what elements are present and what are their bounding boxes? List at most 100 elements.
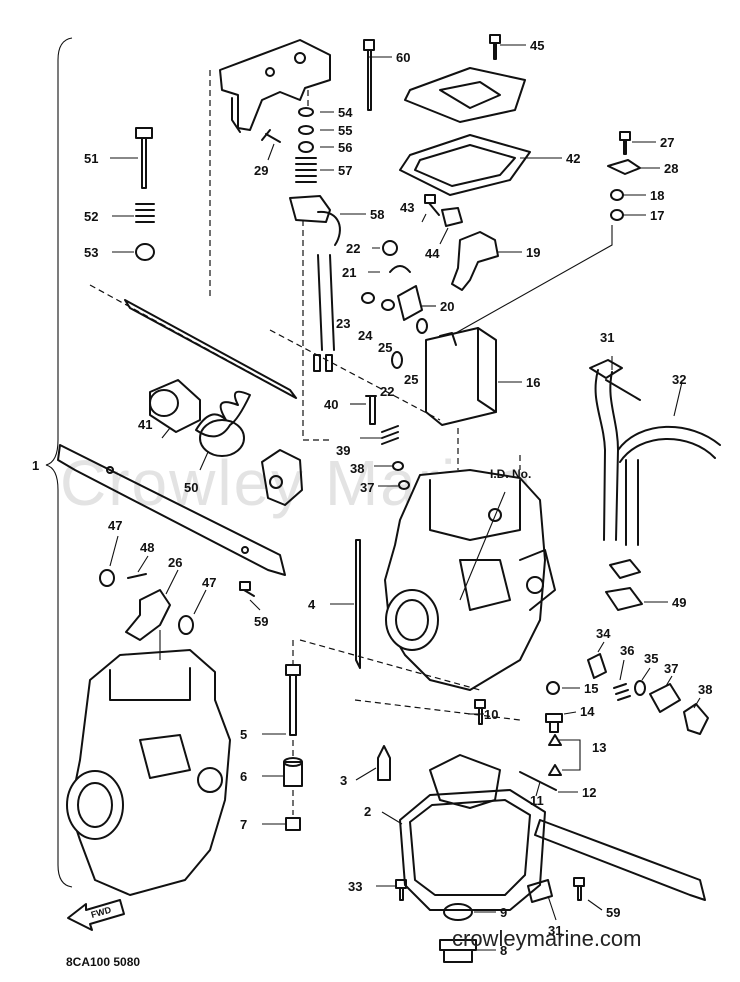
callout-13: 13 bbox=[592, 740, 606, 755]
emulsion-6 bbox=[283, 757, 303, 787]
float-bowl bbox=[399, 754, 546, 911]
spring-50 bbox=[195, 390, 251, 457]
leader-lines bbox=[109, 44, 701, 951]
bracket-bar bbox=[57, 444, 286, 576]
callout-3: 3 bbox=[340, 773, 347, 788]
id-no-label: I.D. No. bbox=[490, 467, 531, 481]
screw-46 bbox=[489, 34, 501, 60]
washer-24 bbox=[381, 299, 395, 311]
callout-33: 34 bbox=[596, 626, 611, 641]
callout-59-left: 59 bbox=[254, 614, 268, 629]
callout-46: 45 bbox=[530, 38, 544, 53]
washer-17 bbox=[610, 209, 624, 221]
callout-31-right: 32 bbox=[672, 372, 686, 387]
screw-59-left bbox=[239, 581, 255, 597]
callout-52: 52 bbox=[84, 209, 98, 224]
spring-40 bbox=[381, 425, 399, 445]
callout-36: 37 bbox=[664, 661, 678, 676]
washer-39 bbox=[392, 461, 404, 471]
callout-25-right: 25 bbox=[404, 372, 418, 387]
callout-38: 37 bbox=[360, 480, 374, 495]
callout-25-left: 25 bbox=[378, 340, 392, 355]
carburetor-main bbox=[384, 469, 556, 691]
screw-29 bbox=[261, 129, 281, 143]
callout-31-left: 31 bbox=[600, 330, 614, 345]
diagram-code: 8CA100 5080 bbox=[66, 955, 140, 969]
callout-53: 53 bbox=[84, 245, 98, 260]
callout-45: 44 bbox=[425, 246, 440, 261]
callout-49: 49 bbox=[672, 595, 686, 610]
callout-20: 20 bbox=[440, 299, 454, 314]
screw-60 bbox=[363, 39, 375, 111]
dash-line-rod bbox=[89, 284, 441, 421]
top-cover-46 bbox=[404, 67, 526, 123]
callout-32: 33 bbox=[348, 879, 362, 894]
throttle-stop-51 bbox=[135, 127, 153, 189]
drain-screw-30 bbox=[527, 879, 553, 903]
callout-27: 28 bbox=[664, 161, 678, 176]
callout-19: 19 bbox=[526, 245, 540, 260]
lever-28 bbox=[125, 589, 171, 641]
callout-47-left: 47 bbox=[108, 518, 122, 533]
callout-54: 54 bbox=[338, 105, 353, 120]
dash-line-bracket bbox=[209, 70, 309, 300]
callout-24: 24 bbox=[358, 328, 373, 343]
callout-29: 29 bbox=[254, 163, 268, 178]
sensor-16 bbox=[425, 327, 497, 426]
callout-58: 58 bbox=[370, 207, 384, 222]
oring-9 bbox=[443, 903, 473, 921]
callout-37: 38 bbox=[698, 682, 712, 697]
callout-34: 35 bbox=[644, 651, 658, 666]
callout-4: 4 bbox=[308, 597, 316, 612]
callout-30: 31 bbox=[548, 923, 562, 938]
screw-10 bbox=[474, 699, 486, 725]
callout-2: 2 bbox=[364, 804, 371, 819]
callout-57: 57 bbox=[338, 163, 352, 178]
callout-23: 23 bbox=[336, 316, 350, 331]
jet-7 bbox=[285, 817, 301, 831]
callout-48: 48 bbox=[140, 540, 154, 555]
lever-19 bbox=[451, 231, 499, 291]
screw-12 bbox=[519, 771, 557, 791]
site-label[interactable]: crowleymarine.com bbox=[452, 926, 642, 951]
jet-15 bbox=[546, 681, 560, 695]
callout-10: 10 bbox=[484, 707, 498, 722]
screw-48 bbox=[127, 573, 147, 579]
washer-23 bbox=[361, 292, 375, 304]
washer-stack-54-57 bbox=[295, 107, 317, 183]
callout-5: 5 bbox=[240, 727, 247, 742]
fwd-arrow-icon: FWD bbox=[67, 899, 125, 931]
callout-42: 41 bbox=[138, 417, 152, 432]
screw-41 bbox=[365, 395, 377, 425]
jet-14 bbox=[545, 713, 563, 733]
clip-27 bbox=[607, 159, 641, 175]
callout-1: 1 bbox=[32, 458, 39, 473]
callout-7: 7 bbox=[240, 817, 247, 832]
bracket-49 bbox=[605, 559, 643, 611]
gasket-43 bbox=[399, 134, 531, 196]
dash-line-needle bbox=[299, 639, 521, 721]
screw-44 bbox=[424, 194, 440, 216]
screw-32 bbox=[395, 879, 407, 901]
washer-18 bbox=[610, 189, 624, 201]
callout-9: 9 bbox=[500, 905, 507, 920]
screw-59-lower bbox=[573, 877, 585, 901]
collar-42 bbox=[149, 379, 201, 433]
cap-37 bbox=[683, 703, 709, 735]
throttle-valve-body bbox=[261, 449, 303, 506]
float-needle-3 bbox=[377, 745, 391, 781]
bracket-20 bbox=[397, 285, 423, 321]
callout-50: 50 bbox=[184, 480, 198, 495]
callout-40: 39 bbox=[336, 443, 350, 458]
throttle-bracket bbox=[219, 39, 331, 133]
callout-51: 51 bbox=[84, 151, 98, 166]
callout-56: 56 bbox=[338, 140, 352, 155]
oring-34 bbox=[634, 680, 646, 696]
screw-36 bbox=[649, 683, 681, 713]
callout-8: 8 bbox=[500, 943, 507, 958]
needle-jet-5 bbox=[285, 664, 301, 736]
callout-47-right: 47 bbox=[202, 575, 216, 590]
callout-26: 27 bbox=[660, 135, 674, 150]
callout-22-top: 22 bbox=[346, 241, 360, 256]
callout-18: 18 bbox=[650, 188, 664, 203]
